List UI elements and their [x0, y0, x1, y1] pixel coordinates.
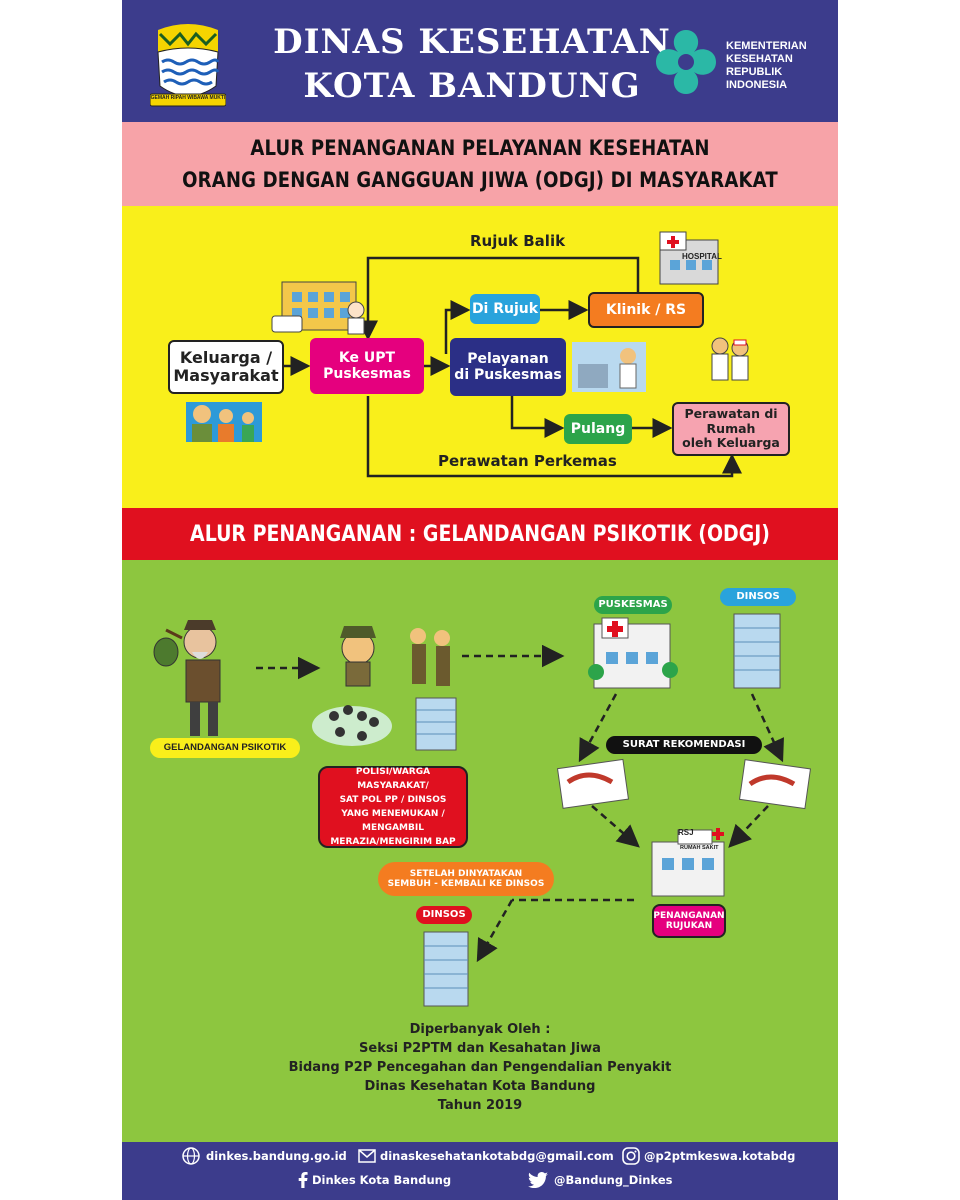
- setelah-sembuh-box: SETELAH DINYATAKAN SEMBUH - KEMBALI KE D…: [378, 862, 554, 896]
- section2-flow-diagram: GELANDANGAN PSIKOTIK POLISI/WARGA MASYAR…: [122, 560, 838, 1142]
- flow-connectors: [186, 231, 749, 478]
- polisi-line3: YANG MENEMUKAN /: [341, 809, 445, 819]
- credits: Diperbanyak Oleh : Seksi P2PTM dan Kesah…: [122, 1020, 838, 1115]
- document-right-illustration: [738, 759, 812, 810]
- rsj-label: RSJ: [678, 828, 694, 837]
- ministry-line2: KESEHATAN: [726, 53, 793, 65]
- section1-flow-diagram: Rujuk Balik HOSPITAL Perawatan Perkemas …: [122, 206, 838, 508]
- pulang-node: Pulang: [564, 414, 632, 444]
- gelandangan-label: GELANDANGAN PSIKOTIK: [150, 738, 300, 758]
- credits-line1: Diperbanyak Oleh :: [409, 1022, 551, 1037]
- credits-line3: Bidang P2P Pencegahan dan Pengendalian P…: [288, 1060, 672, 1075]
- header: GEMAH RIPAH WIBAWA MUKTI DINAS KESEHATAN…: [122, 0, 838, 122]
- setelah-line1: SETELAH DINYATAKAN: [409, 868, 523, 879]
- hospital-illustration: [659, 231, 719, 285]
- logo-motto: GEMAH RIPAH WIBAWA MUKTI: [150, 95, 226, 101]
- perawatan-line2: oleh Keluarga: [682, 435, 780, 451]
- twitter-icon: [528, 1172, 548, 1188]
- upt-line1: Ke UPT: [338, 349, 396, 366]
- document-left-illustration: [556, 758, 630, 809]
- email-link[interactable]: dinaskesehatankotabdg@gmail.com: [380, 1149, 614, 1163]
- polisi-line1: POLISI/WARGA MASYARAKAT/: [355, 767, 431, 791]
- family-illustration: [186, 402, 262, 442]
- puskesmas-building-illustration: [271, 281, 365, 335]
- bandung-crest-icon: [150, 24, 226, 107]
- rumah-sakit-sign: RUMAH SAKIT: [680, 845, 719, 851]
- section2-title: ALUR PENANGANAN : GELANDANGAN PSIKOTIK (…: [190, 522, 770, 547]
- header-title-line2: KOTA BANDUNG: [303, 66, 641, 106]
- section1-title-line2: ORANG DENGAN GANGGUAN JIWA (ODGJ) DI MAS…: [182, 168, 778, 192]
- mail-icon: [358, 1149, 376, 1163]
- pelayanan-line2: di Puskesmas: [454, 367, 562, 383]
- setelah-line2: SEMBUH - KEMBALI KE DINSOS: [387, 879, 545, 889]
- polisi-line4: MENGAMBIL: [362, 823, 424, 833]
- ministry-line1: KEMENTERIAN: [726, 40, 807, 52]
- pelayanan-puskesmas-node: Pelayanan di Puskesmas: [450, 338, 566, 396]
- kemenkes-logo-icon: [656, 30, 716, 94]
- keluarga-line1: Keluarga /: [179, 347, 273, 367]
- section1-title-band: ALUR PENANGANAN PELAYANAN KESEHATAN ORAN…: [122, 122, 838, 206]
- surat-rekomendasi-badge: SURAT REKOMENDASI: [606, 736, 762, 754]
- vagrant-illustration: [153, 620, 221, 736]
- crowd-illustration: [312, 705, 392, 746]
- di-rujuk-node: Di Rujuk: [470, 294, 540, 324]
- rujuk-balik-label: Rujuk Balik: [470, 232, 566, 250]
- nurses-illustration: [711, 337, 749, 381]
- credits-line2: Seksi P2PTM dan Kesahatan Jiwa: [359, 1041, 601, 1056]
- pelayanan-line1: Pelayanan: [467, 350, 549, 367]
- perawatan-perkemas-label: Perawatan Perkemas: [438, 452, 617, 470]
- rsj-hospital-illustration: [651, 828, 725, 897]
- penanganan-line1: PENANGANAN: [653, 910, 725, 921]
- polisi-warga-box: POLISI/WARGA MASYARAKAT/ SAT POL PP / DI…: [318, 766, 468, 848]
- klinik-rs-node: Klinik / RS: [588, 292, 704, 328]
- header-title-line1: DINAS KESEHATAN: [273, 22, 671, 62]
- doctor-consultation-illustration: [572, 342, 646, 392]
- dinsos-bottom-badge: DINSOS: [416, 906, 472, 924]
- penanganan-line2: RUJUKAN: [665, 921, 713, 931]
- upt-line2: Puskesmas: [323, 366, 411, 382]
- section1-title-line1: ALUR PENANGANAN PELAYANAN KESEHATAN: [250, 136, 710, 160]
- ministry-line4: INDONESIA: [726, 79, 788, 91]
- penanganan-rujukan-box: PENANGANAN RUJUKAN: [652, 904, 726, 938]
- credits-line5: Tahun 2019: [437, 1098, 523, 1113]
- perawatan-rumah-node: Perawatan di Rumah oleh Keluarga: [672, 402, 790, 456]
- dinsos-top-badge: DINSOS: [720, 588, 796, 606]
- office-building-small-illustration: [415, 697, 457, 751]
- keluarga-line2: Masyarakat: [173, 366, 279, 385]
- ministry-line3: REPUBLIK: [726, 66, 783, 78]
- section2-connectors: [153, 613, 812, 1007]
- twitter-link[interactable]: @Bandung_Dinkes: [554, 1173, 673, 1187]
- instagram-link[interactable]: @p2ptmkeswa.kotabdg: [644, 1149, 796, 1163]
- globe-icon: [182, 1147, 200, 1165]
- footer: dinkes.bandung.go.id dinaskesehatankotab…: [122, 1142, 838, 1200]
- dinsos-bottom-building-illustration: [423, 931, 469, 1007]
- credits-line4: Dinas Kesehatan Kota Bandung: [364, 1079, 596, 1094]
- facebook-link[interactable]: Dinkes Kota Bandung: [312, 1173, 452, 1187]
- polisi-line5: MERAZIA/MENGIRIM BAP: [330, 837, 456, 847]
- section2-title-band: ALUR PENANGANAN : GELANDANGAN PSIKOTIK (…: [122, 508, 838, 560]
- police-illustration: [340, 626, 450, 687]
- hospital-sign: HOSPITAL: [682, 252, 722, 261]
- website-link[interactable]: dinkes.bandung.go.id: [206, 1149, 347, 1163]
- instagram-icon: [622, 1147, 640, 1165]
- perawatan-line1: Perawatan di Rumah: [684, 406, 778, 436]
- poster: GEMAH RIPAH WIBAWA MUKTI DINAS KESEHATAN…: [122, 0, 838, 1200]
- puskesmas-badge: PUSKESMAS: [594, 596, 672, 614]
- facebook-icon: [298, 1172, 308, 1188]
- keluarga-masyarakat-node: Keluarga / Masyarakat: [168, 340, 284, 394]
- polisi-line2: SAT POL PP / DINSOS: [339, 795, 447, 805]
- puskesmas-illustration: [588, 617, 678, 689]
- upt-puskesmas-node: Ke UPT Puskesmas: [310, 338, 424, 394]
- dinsos-building-illustration: [733, 613, 781, 689]
